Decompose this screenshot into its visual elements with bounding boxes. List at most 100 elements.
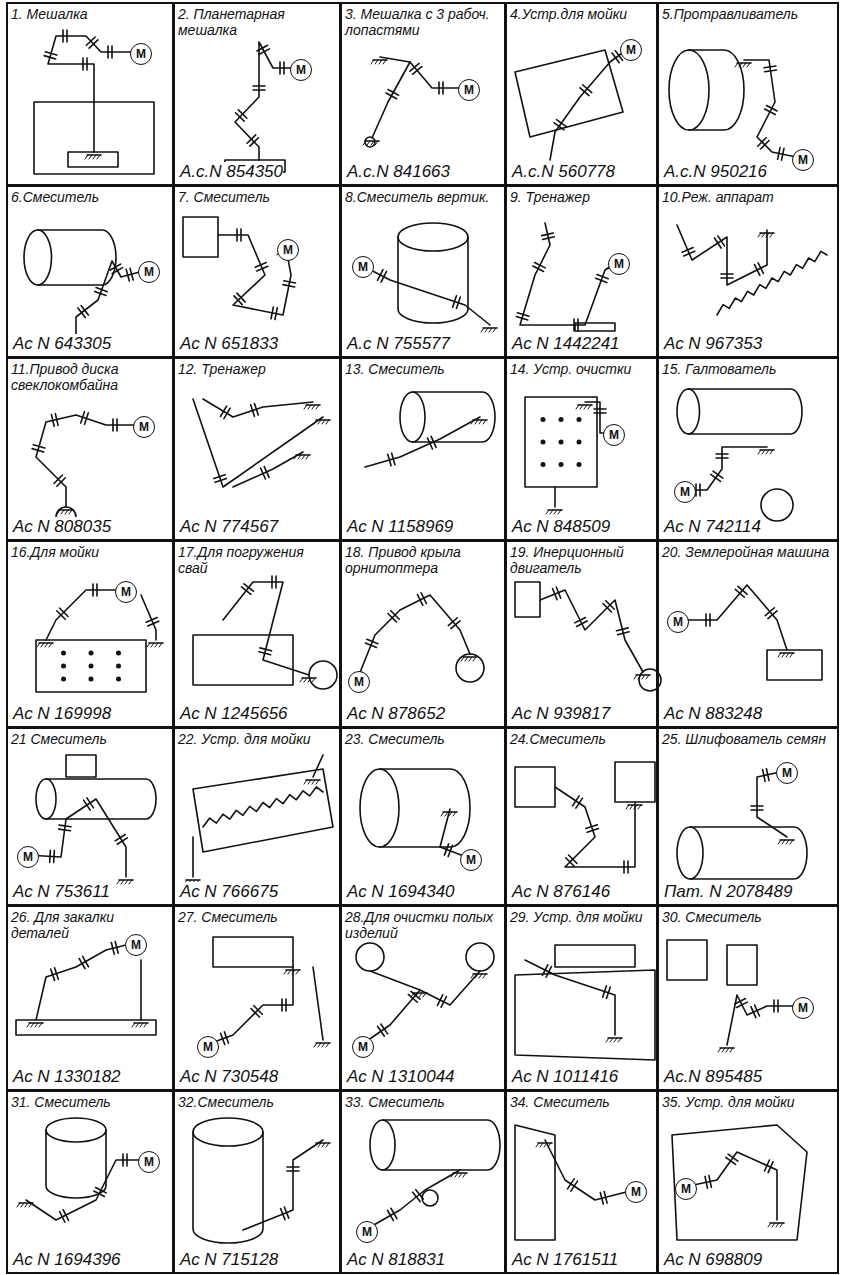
figure-title: 17.Для погружения свай [178,544,304,576]
patent-number-line: Пат. N 2078489 [664,882,792,901]
figure-title: 10.Реж. аппарат [662,189,774,205]
sketch-line [449,812,452,816]
sketch-line [684,1152,777,1220]
motor-symbol: М [675,1178,697,1200]
patent-number-line: Ас N 643305 [13,334,111,353]
sketch-line [630,805,633,809]
figure-cell: 13. СмесительАс N 1158969 [340,357,506,541]
sketch-line [672,1125,807,1240]
figure-title: 32.Смеситель [178,1094,274,1110]
motor-letter: М [362,1226,372,1238]
figure-title-line: 32.Смеситель [178,1094,336,1110]
figure-title-line: 1. Мешалка [11,6,169,22]
hole-dot [89,651,94,656]
sketch-line [473,973,487,975]
sketch-line [294,455,297,459]
sketch-line [322,1043,325,1047]
sketch-line [326,420,329,424]
sketch-line [475,420,478,424]
sketch-line [383,60,386,64]
sketch-line [617,628,629,631]
sketch-line [55,414,58,426]
sketch-line [146,618,157,623]
sketch-line [322,420,325,424]
sketch-line [57,478,65,486]
sketch-line [257,45,268,51]
motor-symbol: М [197,1036,219,1058]
figure-cell: 23. СмесительАс N 1694340М [340,727,506,906]
sketch-line [751,805,763,807]
sketch-line [132,1023,135,1027]
sketch-line [548,1143,551,1147]
sketch-line [577,319,579,331]
patent-number: Ас N 808035 [13,517,111,536]
sketch-line [44,56,56,59]
mechanism-sketch [363,57,467,147]
sketch-line [727,995,801,1045]
sketch-line [778,840,781,844]
figure-title: 6.Смеситель [11,189,99,205]
sketch-line [35,1023,38,1027]
motor-symbol: М [776,762,798,784]
sketch-line [747,63,750,67]
sketch-line [471,974,474,978]
sketch-line [758,233,761,237]
sketch-line [770,1222,784,1224]
sketch-line [398,223,468,251]
figure-title-line: 10.Реж. аппарат [662,189,834,205]
sketch-line [49,850,51,862]
sketch-line [780,1223,783,1227]
sketch-line [57,510,60,514]
figure-title-line: 29. Устр. для мойки [510,909,653,925]
sketch-line [515,582,540,617]
sketch-line [236,113,245,121]
sketch-line [730,1048,733,1052]
figure-title: 31. Смеситель [11,1094,111,1110]
sketch-line [356,943,384,971]
sketch-line [677,389,700,434]
sketch-line [140,960,142,1020]
figure-title: 8.Смеситель вертик. [345,189,489,205]
motor-symbol: М [138,261,160,283]
motor-letter: М [673,616,683,628]
sketch-line [380,769,471,847]
motor-symbol: М [125,934,147,956]
sketch-line [36,779,56,819]
sketch-line [473,657,476,661]
sketch-line [705,1176,707,1188]
sketch-line [112,419,114,431]
hole-dot [541,417,546,422]
mechanism-sketch [677,389,802,521]
sketch-line [516,317,527,320]
sketch-line [456,297,460,308]
sketch-line [46,590,124,640]
patent-number-line: Ас N 939817 [512,704,610,723]
figure-cell: 9. ТренажерАс N 1442241М [505,185,658,358]
patent-number-line: А.с.N 560778 [512,162,615,181]
sketch-line [300,678,303,682]
figure-title: 1. Мешалка [11,6,88,22]
sketch-line [515,970,655,1060]
figure-cell: 26. Для закалки деталейАс N 1330182М [6,905,174,1091]
sketch-line [782,840,785,844]
sketch-line [456,654,484,682]
sketch-line [594,412,606,414]
motor-letter: М [631,1186,641,1198]
figure-title-line: 3. Мешалка с 3 рабоч. лопастями [345,6,501,38]
figure-title: 21 Смеситель [11,731,107,747]
motor-symbol: М [625,1181,647,1203]
sketch-line [312,780,315,784]
sketch-line [119,879,133,881]
sketch-line [410,63,419,71]
sketch-line [367,639,378,643]
sketch-line [469,657,472,661]
sketch-line [778,653,781,657]
sketch-line [357,595,470,680]
sketch-line [419,993,422,997]
sketch-line [115,942,118,954]
sketch-line [716,457,728,459]
sketch-line [244,584,253,591]
figure-title: 14. Устр. очистки [510,361,631,377]
sketch-line [51,969,55,980]
hole-dot [116,651,121,656]
